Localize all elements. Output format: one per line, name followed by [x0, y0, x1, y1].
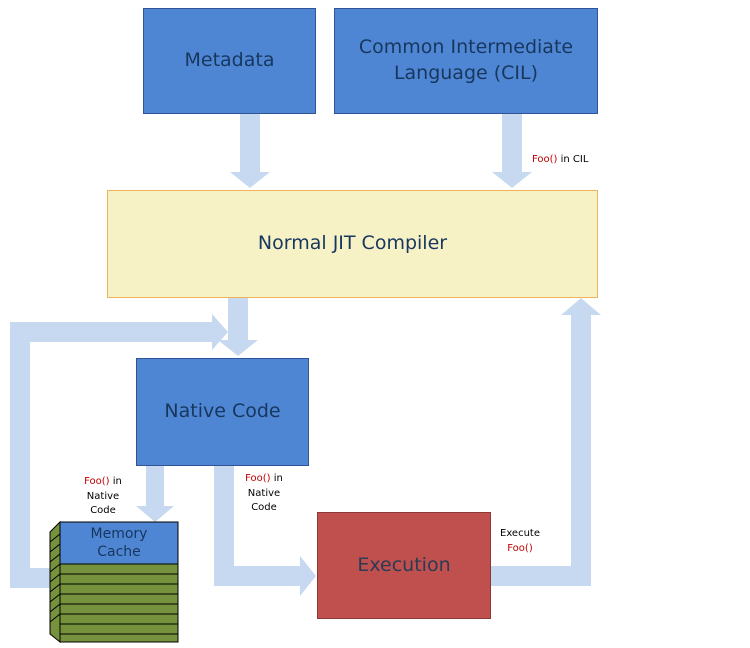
- memory-cache-stack: [49, 520, 179, 644]
- cil-label-line2: Language (CIL): [393, 62, 539, 84]
- note-foo-native-to-execution: Foo() in Native Code: [239, 472, 289, 516]
- metadata-label: Metadata: [184, 49, 275, 72]
- arrow-native-to-execution: [214, 466, 316, 596]
- note-execute-word: Execute: [500, 528, 540, 539]
- note-mem-line1: in: [109, 476, 122, 487]
- execution-box: Execution: [317, 512, 491, 619]
- arrow-native-to-memory: [136, 466, 174, 522]
- note-mem-line3: Code: [90, 505, 116, 516]
- note-cil-fn: Foo(): [532, 154, 558, 165]
- native-code-box: Native Code: [136, 358, 309, 466]
- note-exec-line3: Code: [251, 502, 277, 513]
- note-exec-line1: in: [270, 473, 283, 484]
- note-cil-rest: in CIL: [557, 154, 589, 165]
- note-exec-line2: Native: [247, 487, 281, 499]
- arrow-metadata-to-jit: [230, 114, 270, 188]
- note-execute-fn: Foo(): [507, 542, 533, 554]
- native-code-label: Native Code: [164, 400, 281, 423]
- jit-compiler-label: Normal JIT Compiler: [257, 232, 448, 255]
- note-exec-fn: Foo(): [245, 473, 271, 484]
- arrow-execution-to-jit: [491, 298, 601, 586]
- note-foo-in-cil: Foo() in CIL: [532, 153, 588, 168]
- note-foo-native-to-memory: Foo() in Native Code: [80, 475, 126, 519]
- metadata-box: Metadata: [143, 8, 316, 114]
- note-mem-line2: Native: [86, 490, 120, 502]
- arrow-memory-to-native-loop: [10, 314, 228, 588]
- jit-compiler-box: Normal JIT Compiler: [107, 190, 598, 298]
- note-execute-foo: Execute Foo(): [494, 527, 546, 556]
- memory-cache-label: Memory Cache: [60, 522, 178, 564]
- arrow-cil-to-jit: [492, 114, 532, 188]
- note-mem-fn: Foo(): [84, 476, 110, 487]
- execution-label: Execution: [357, 553, 451, 576]
- cil-label-line1: Common Intermediate: [358, 36, 574, 59]
- cil-label: Common Intermediate Language (CIL): [359, 35, 573, 86]
- memory-cache-label-line1: Memory: [90, 525, 148, 542]
- cil-box: Common Intermediate Language (CIL): [334, 8, 598, 114]
- memory-cache-label-line2: Cache: [97, 544, 141, 560]
- arrow-jit-to-native: [218, 298, 258, 356]
